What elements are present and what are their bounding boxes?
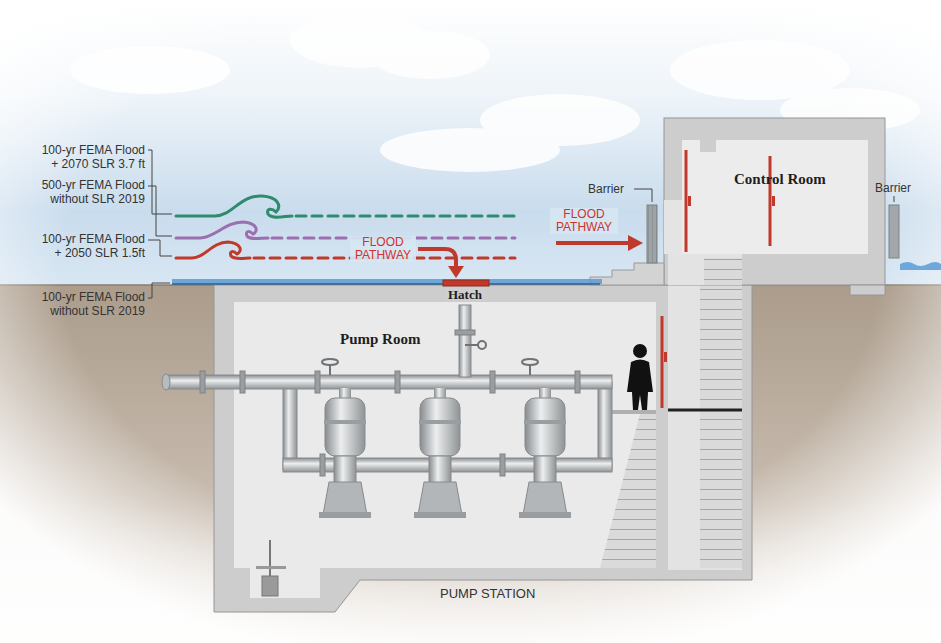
water-surface <box>900 262 941 270</box>
door <box>661 316 664 408</box>
leader-line <box>634 189 652 202</box>
landing <box>668 409 742 412</box>
room-label: Pump Room <box>340 331 420 348</box>
level-leaders <box>148 150 172 298</box>
hatch <box>443 280 489 286</box>
flood-pathway-label: FLOOD PATHWAY <box>550 208 618 234</box>
pump-room: Pump Room <box>234 302 656 568</box>
leader-line <box>894 196 895 202</box>
flood-level-label: 100-yr FEMA Flood without SLR 2019 <box>35 290 145 318</box>
flood-level-label: 500-yr FEMA Flood without SLR 2019 <box>35 178 145 206</box>
station-label: PUMP STATION <box>440 586 535 601</box>
door-handle <box>664 352 667 362</box>
flood-pathway-arrow <box>418 249 464 278</box>
pump-room-interior <box>234 302 656 598</box>
flood-barrier <box>889 205 899 258</box>
person-silhouette <box>627 344 653 410</box>
control-room: Control Room <box>682 140 868 254</box>
barrier-label: Barrier <box>588 182 624 196</box>
shaft-stairs <box>700 268 742 568</box>
flood-levels <box>176 196 515 259</box>
water-line <box>172 283 600 285</box>
pipework <box>162 305 612 518</box>
flood-barrier <box>647 205 657 263</box>
stair-shaft <box>668 264 742 570</box>
sump-pump <box>256 540 286 596</box>
flood-pathway-arrow <box>556 235 643 251</box>
barrier-label: Barrier <box>875 181 911 195</box>
hatch-label: Hatch <box>446 288 484 301</box>
water-surface <box>172 279 602 284</box>
room-label: Control Room <box>734 171 826 188</box>
flood-level-label: 100-yr FEMA Flood + 2070 SLR 3.7 ft <box>35 143 145 171</box>
flood-pathway-label: FLOOD PATHWAY <box>350 236 416 262</box>
control-building <box>590 118 885 295</box>
flood-level-label: 100-yr FEMA Flood + 2050 SLR 1.5ft <box>35 232 145 260</box>
